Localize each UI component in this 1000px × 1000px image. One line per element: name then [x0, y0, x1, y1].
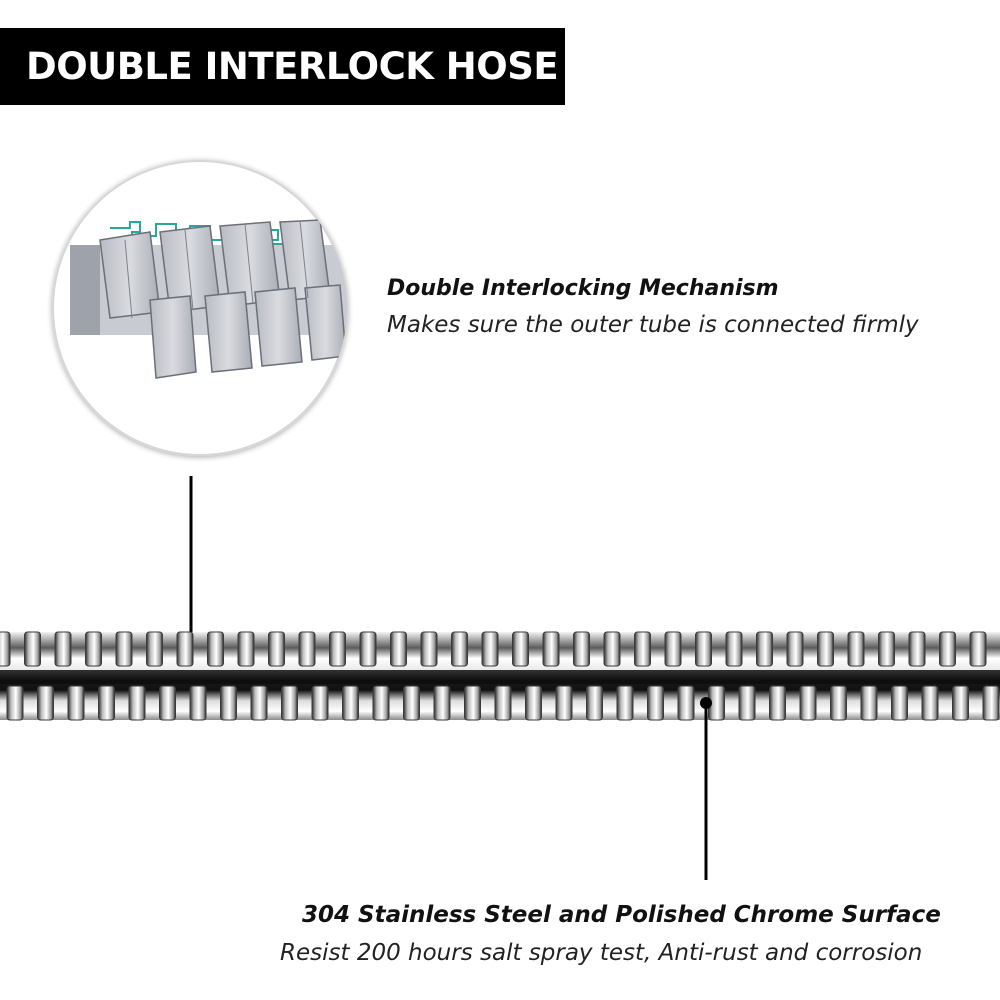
hose-ring-lower — [342, 685, 359, 721]
hose-rings — [0, 631, 1000, 721]
hose-ring-lower — [98, 685, 115, 721]
interlock-description: Makes sure the outer tube is connected f… — [387, 312, 919, 338]
hose-ring-lower — [738, 685, 756, 721]
hose-ring-lower — [677, 685, 695, 721]
hose-ring-lower — [555, 685, 573, 721]
hose-ring-lower — [372, 685, 390, 721]
hose-ring-upper — [908, 631, 926, 667]
leader-line-steel — [700, 697, 712, 880]
hose-ring-upper — [390, 631, 407, 667]
hose-ring-upper — [634, 631, 651, 667]
steel-description: Resist 200 hours salt spray test, Anti-r… — [280, 940, 923, 966]
hose-ring-lower — [159, 685, 176, 721]
hose-ring-upper — [695, 631, 712, 667]
hose-ring-lower — [67, 685, 85, 721]
hose-ring-lower — [586, 685, 603, 721]
hose-ring-upper — [939, 631, 956, 667]
interlock-cross-section-icon — [70, 219, 347, 379]
hose-ring-upper — [207, 631, 224, 667]
hose-shadow-band — [0, 670, 1000, 684]
hose-ring-upper — [817, 631, 834, 667]
hose-ring-upper — [146, 631, 163, 667]
hose-ring-upper — [847, 631, 865, 667]
hose-ring-lower — [769, 685, 786, 721]
hose-ring-lower — [799, 685, 817, 721]
hose-ring-upper — [0, 631, 11, 667]
hose-ring-lower — [494, 685, 512, 721]
zoom-circle — [52, 160, 348, 456]
hose-ring-lower — [464, 685, 481, 721]
hose-ring-lower — [860, 685, 878, 721]
hose-ring-lower — [6, 685, 24, 721]
hose-ring-lower — [647, 685, 664, 721]
hose-ring-lower — [220, 685, 237, 721]
hose-ring-lower — [403, 685, 420, 721]
hose-ring-lower — [37, 685, 54, 721]
hose-ring-upper — [573, 631, 590, 667]
hose-ring-upper — [237, 631, 255, 667]
hose-ring-upper — [329, 631, 346, 667]
hose-ring-lower — [921, 685, 939, 721]
leader-line-interlock — [185, 476, 197, 656]
hose-ring-upper — [85, 631, 102, 667]
hose-ring-upper — [542, 631, 560, 667]
hose-ring-upper — [24, 631, 41, 667]
hose-ring-upper — [786, 631, 804, 667]
hose-ring-upper — [298, 631, 316, 667]
hose-ring-lower — [128, 685, 146, 721]
hose-ring-upper — [420, 631, 438, 667]
hose-ring-upper — [664, 631, 682, 667]
hose-ring-lower — [891, 685, 908, 721]
hose-ring-lower — [982, 685, 1000, 721]
banner-title: DOUBLE INTERLOCK HOSE — [26, 45, 559, 88]
hose-ring-upper — [115, 631, 133, 667]
hose-ring-upper — [176, 631, 194, 667]
hose-ring-lower — [433, 685, 451, 721]
hose-ring-upper — [756, 631, 773, 667]
hose-ring-upper — [512, 631, 529, 667]
hose-ring-upper — [451, 631, 468, 667]
hose-ring-upper — [603, 631, 621, 667]
hose-ring-upper — [54, 631, 72, 667]
hose-ring-upper — [359, 631, 377, 667]
hose-ring-upper — [969, 631, 987, 667]
hose-ring-lower — [616, 685, 634, 721]
hose-ring-lower — [525, 685, 542, 721]
interlock-title: Double Interlocking Mechanism — [387, 276, 779, 301]
title-banner: DOUBLE INTERLOCK HOSE — [0, 28, 565, 105]
hose-ring-lower — [250, 685, 268, 721]
hose-ring-upper — [268, 631, 285, 667]
steel-title: 304 Stainless Steel and Polished Chrome … — [302, 902, 941, 928]
hose-ring-upper — [481, 631, 499, 667]
hose-ring-upper — [725, 631, 743, 667]
hose-icon — [0, 631, 1000, 721]
hose-ring-lower — [281, 685, 298, 721]
hose-ring-lower — [189, 685, 207, 721]
hose-ring-lower — [952, 685, 969, 721]
hose-ring-lower — [311, 685, 329, 721]
hose-ring-lower — [830, 685, 847, 721]
hose-ring-upper — [878, 631, 895, 667]
